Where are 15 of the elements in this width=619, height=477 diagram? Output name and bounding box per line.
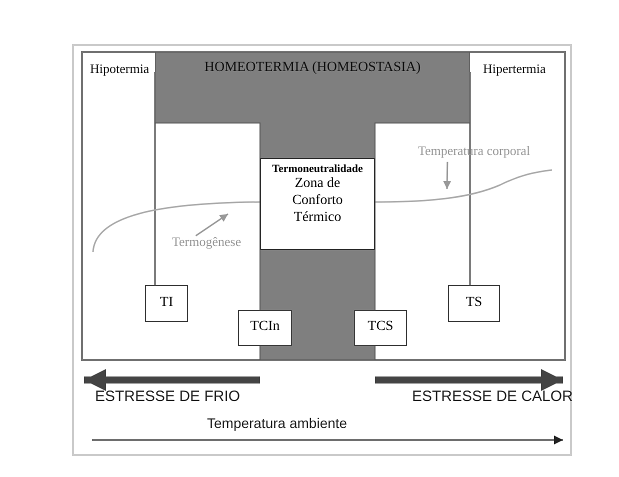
leader-arrow	[443, 162, 452, 190]
leader-arrow	[195, 213, 228, 236]
threshold-box: TI	[145, 285, 188, 322]
zone-label: Hipotermia	[90, 61, 150, 77]
zone-title: HOMEOTERMIA (HOMEOSTASIA)	[203, 60, 422, 76]
axis-label: ESTRESSE DE CALOR	[412, 388, 573, 405]
box-heading: Termoneutralidade	[271, 163, 364, 175]
box-text: Zona de Conforto Térmico	[291, 175, 344, 226]
threshold-box: TCS	[354, 310, 407, 346]
zone-label: Hipertermia	[483, 61, 546, 77]
threshold-box: TS	[448, 285, 500, 322]
comfort-zone-box	[260, 158, 375, 250]
curve-label: Termogênese	[172, 234, 254, 252]
axis-label: ESTRESSE DE FRIO	[95, 388, 240, 405]
axis-title: Temperatura ambiente	[207, 415, 348, 431]
